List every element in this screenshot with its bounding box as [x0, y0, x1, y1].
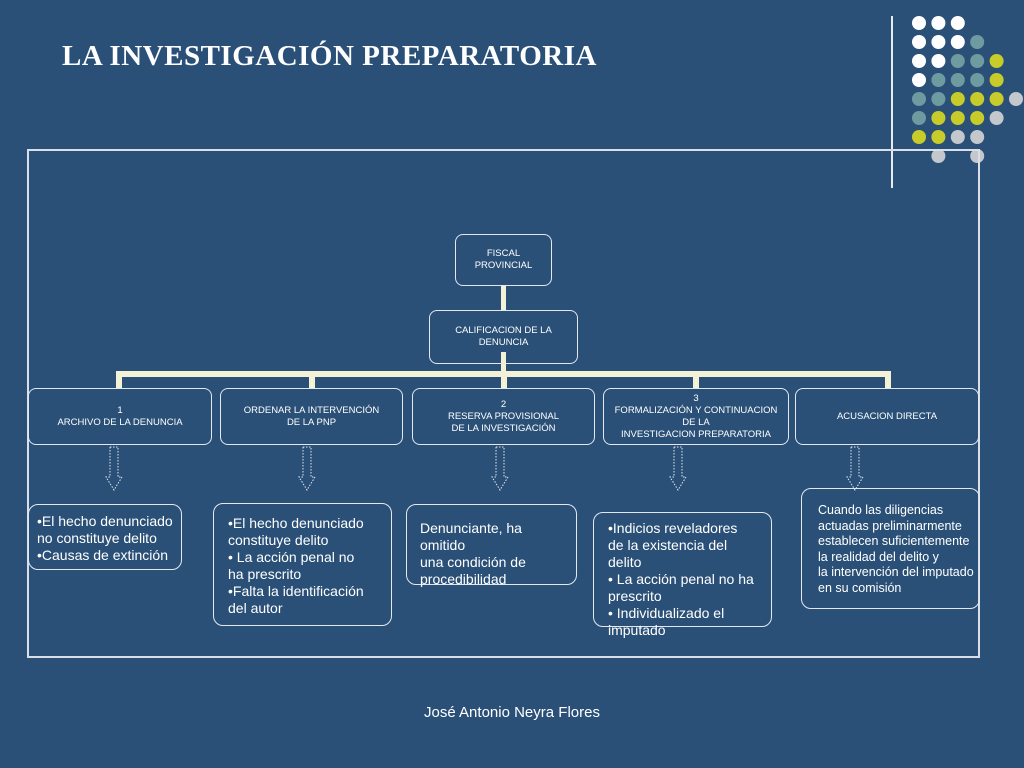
decorative-dot: [912, 111, 926, 125]
connector-drop-2: [309, 371, 315, 388]
decorative-dot: [912, 35, 926, 49]
arrow-down-icon: [298, 446, 316, 491]
detail-item: •El hecho denunciado no constituye delit…: [37, 513, 173, 546]
decorative-dot: [931, 111, 946, 125]
decorative-dot: [989, 73, 1004, 87]
decorative-dot: [931, 73, 946, 87]
decorative-dot: [912, 16, 926, 30]
decorative-dot: [989, 54, 1004, 68]
decorative-dot: [950, 130, 965, 144]
decorative-dot: [950, 111, 965, 125]
decorative-dot: [970, 35, 985, 49]
detail-box-intervencion-pnp: •El hecho denunciado constituye delito •…: [213, 503, 392, 626]
detail-item: • Individualizado el imputado: [608, 605, 725, 638]
arrow-down-icon: [105, 446, 123, 491]
decorative-dot: [950, 54, 965, 68]
decorative-dot: [950, 35, 965, 49]
node-fiscal-provincial: FISCAL PROVINCIAL: [455, 234, 552, 286]
detail-item: Cuando las diligencias actuadas prelimin…: [818, 503, 974, 595]
connector-second-to-bar: [501, 352, 506, 372]
detail-item: •Falta la identificación del autor: [228, 583, 364, 616]
detail-box-archivo: •El hecho denunciado no constituye delit…: [28, 504, 182, 570]
decorative-dot: [970, 149, 985, 163]
decorative-dot: [912, 130, 926, 144]
node-calificacion-denuncia: CALIFICACION DE LA DENUNCIA: [429, 310, 578, 364]
decorative-dot: [931, 149, 946, 163]
decorative-dot: [912, 92, 926, 106]
decorative-dot: [931, 130, 946, 144]
decorative-dot: [1009, 92, 1023, 106]
decorative-dot: [989, 111, 1004, 125]
node-reserva-provisional: 2 RESERVA PROVISIONAL DE LA INVESTIGACIÓ…: [412, 388, 595, 445]
decorative-dot: [931, 92, 946, 106]
decorative-dot: [989, 92, 1004, 106]
decorative-dot: [950, 16, 965, 30]
node-archivo-denuncia: 1 ARCHIVO DE LA DENUNCIA: [28, 388, 212, 445]
arrow-down-icon: [846, 446, 864, 491]
decorative-dot: [950, 92, 965, 106]
detail-item: •El hecho denunciado constituye delito: [228, 515, 364, 548]
connector-root-to-second: [501, 286, 506, 310]
detail-item: • La acción penal no ha prescrito: [228, 549, 355, 582]
node-formalizacion: 3 FORMALIZACIÓN Y CONTINUACION DE LA INV…: [603, 388, 789, 445]
arrow-down-icon: [669, 446, 687, 491]
decorative-dot: [970, 111, 985, 125]
decorative-dot-pattern: [891, 16, 1023, 188]
detail-box-formalizacion: •Indicios reveladores de la existencia d…: [593, 512, 772, 638]
decorative-dot: [970, 92, 985, 106]
diagram-connectors: [116, 286, 891, 388]
decorative-dot: [970, 54, 985, 68]
connector-drop-3: [501, 371, 507, 388]
detail-item: •Causas de extinción: [37, 547, 168, 563]
connector-drop-5: [885, 371, 891, 388]
decorative-dot: [970, 73, 985, 87]
connector-drop-4: [693, 371, 699, 388]
decorative-dot: [970, 130, 985, 144]
detail-item: • La acción penal no ha prescrito: [608, 571, 754, 604]
detail-item: •Indicios reveladores de la existencia d…: [608, 520, 738, 570]
decorative-dot: [931, 54, 946, 68]
decorative-dot: [931, 16, 946, 30]
node-acusacion-directa: ACUSACION DIRECTA: [795, 388, 979, 445]
detail-item: Denunciante, ha omitido una condición de…: [420, 520, 526, 587]
node-intervencion-pnp: ORDENAR LA INTERVENCIÓN DE LA PNP: [220, 388, 403, 445]
footer-author: José Antonio Neyra Flores: [424, 704, 600, 721]
decorative-dot: [931, 35, 946, 49]
decorative-dot: [912, 54, 926, 68]
detail-box-reserva: Denunciante, ha omitido una condición de…: [406, 504, 577, 587]
decorative-dot: [912, 73, 926, 87]
arrow-down-icon: [491, 446, 509, 491]
connector-drop-1: [116, 371, 122, 388]
detail-box-acusacion-directa: Cuando las diligencias actuadas prelimin…: [801, 488, 980, 609]
page-title: LA INVESTIGACIÓN PREPARATORIA: [62, 40, 597, 72]
decorative-dot: [950, 73, 965, 87]
